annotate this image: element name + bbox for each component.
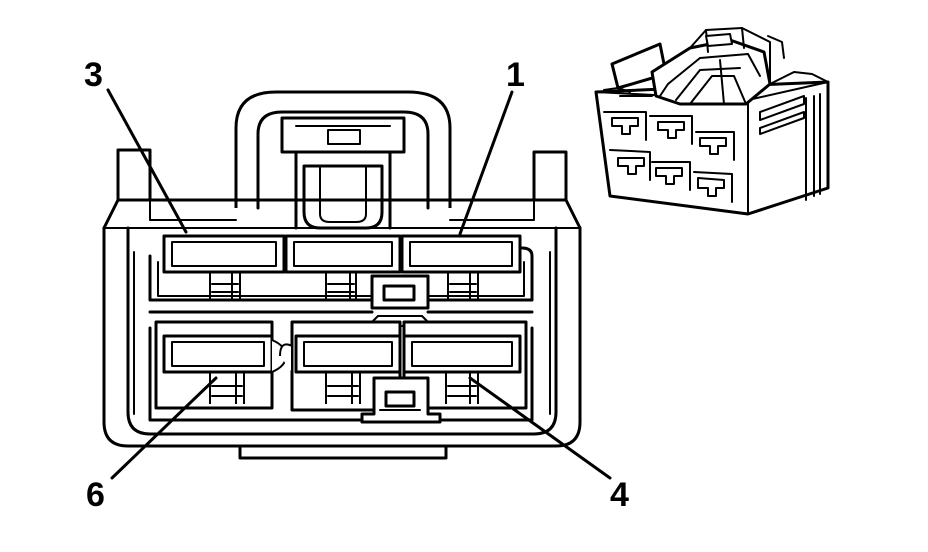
connector-face-view xyxy=(102,90,582,460)
callout-1: 1 xyxy=(506,56,525,94)
side-latches xyxy=(116,148,568,221)
leader-line-6 xyxy=(110,376,218,480)
connector-isometric-view xyxy=(594,27,830,216)
callout-3: 3 xyxy=(84,56,103,94)
lower-cavity-row xyxy=(148,320,534,424)
upper-cavity-row xyxy=(148,234,534,310)
cavity-6 xyxy=(154,320,274,410)
leader-lines xyxy=(106,88,612,480)
leader-line-1 xyxy=(458,90,514,236)
cavity-1 xyxy=(400,234,522,300)
iso-lower-terminals xyxy=(609,149,733,203)
callout-6: 6 xyxy=(86,476,105,514)
cavity-3 xyxy=(162,234,286,300)
cavity-2 xyxy=(284,234,402,300)
leader-line-3 xyxy=(106,88,188,234)
cavity-4 xyxy=(402,320,528,410)
iso-upper-terminals xyxy=(603,111,735,161)
callout-4: 4 xyxy=(610,476,629,514)
leader-line-4 xyxy=(468,376,612,480)
locking-tab xyxy=(234,90,452,230)
